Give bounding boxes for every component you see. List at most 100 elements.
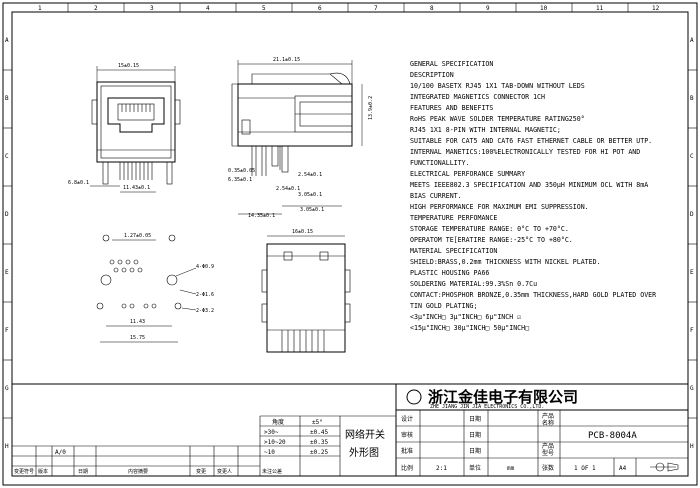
spec-line: CONTACT:PHOSPHOR BRONZE,0.35mm THICKNESS…	[410, 291, 656, 299]
spec-line: DESCRIPTION	[410, 71, 454, 79]
zone-letter: E	[690, 269, 694, 276]
model-number: PCB-8004A	[588, 431, 637, 441]
zone-ticks	[3, 3, 697, 419]
dim-side-length: 21.1±0.15	[273, 57, 300, 63]
zone-letter: G	[5, 385, 9, 392]
check-label: 审核	[401, 431, 413, 439]
side-view: 21.1±0.15 13.9±0.2 0.35±0.05 6.35±0.1 2.…	[228, 57, 374, 219]
zone-letter: F	[690, 327, 694, 334]
dim-side-d1: 0.35±0.05	[228, 168, 255, 174]
tol-value: ±0.25	[310, 449, 328, 456]
sheets-label: 张数	[542, 464, 554, 472]
product-name-label: 名称	[542, 419, 554, 427]
rev-header: 内容摘要	[128, 468, 148, 475]
dim-pcb-hole3: 4-Φ0.9	[196, 264, 214, 270]
zone-letter: D	[5, 211, 9, 218]
zone-number: 5	[262, 5, 266, 12]
spec-line: GENERAL SPECIFICATION	[410, 60, 493, 68]
dim-side-d2: 3.05±0.1	[298, 192, 322, 198]
dim-pcb-d2: 15.75	[130, 335, 145, 341]
date-label: 日期	[469, 415, 481, 423]
tol-header: 角度	[272, 418, 284, 426]
zone-letter: E	[5, 269, 9, 276]
product-model-label: 型号	[542, 449, 554, 457]
spec-line: HIGH PERFORMANCE FOR MAXIMUM EMI SUPPRES…	[410, 203, 589, 211]
rev-header: 变更人	[217, 468, 232, 475]
zone-letter: F	[5, 327, 9, 334]
zone-letter: A	[5, 37, 9, 44]
drawing-title-2: 外形图	[349, 447, 379, 459]
zone-number: 7	[374, 5, 378, 12]
spec-line: FEATURES AND BENEFITS	[410, 104, 493, 112]
spec-line: STORAGE TEMPERATURE RANGE: 0°C TO +70°C.	[410, 225, 569, 233]
rev-header: 变更	[196, 468, 206, 475]
spec-line: SUITABLE FOR CAT5 AND CAT6 FAST ETHERNET…	[410, 137, 652, 145]
rev-header: 版本	[38, 468, 48, 475]
spec-line: SHIELD:BRASS,0.2mm THICKNESS WITH NICKEL…	[410, 258, 601, 266]
title-block: 浙江金佳电子有限公司 ZHE JIANG JIN JIA ELECTRONICS…	[11, 383, 689, 477]
tol-range: >30~	[264, 429, 279, 436]
company-en: ZHE JIANG JIN JIA ELECTRONICS CO.,LTD.	[430, 404, 544, 410]
spec-line: MATERIAL SPECIFICATION	[410, 247, 497, 255]
zone-letter: C	[5, 153, 9, 160]
sheets-value: 1 OF 1	[574, 465, 596, 472]
zone-number: 8	[430, 5, 434, 12]
spec-line: OPERATOM TE[ERATIRE RANGE:-25°C TO +80°C…	[410, 236, 573, 244]
spec-line: RJ45 1X1 8-PIN WITH INTERNAL MAGNETIC;	[410, 126, 561, 134]
spec-line: 10/100 BASETX RJ45 1X1 TAB-DOWN WITHOUT …	[410, 82, 585, 90]
zone-number: 6	[318, 5, 322, 12]
date-label: 日期	[469, 447, 481, 455]
rev-version: A/0	[55, 449, 66, 456]
zone-letter: G	[690, 385, 694, 392]
unit-value: mm	[507, 465, 515, 472]
dim-side-d6: 6.35±0.1	[228, 177, 252, 183]
dim-side-d4: 2.54±0.1	[298, 172, 322, 178]
spec-line: MEETS IEEE802.3 SPECIFICATION AND 350μH …	[410, 181, 648, 189]
rev-header: 变更符号	[14, 468, 34, 475]
product-model-label: 产品	[542, 442, 554, 450]
zone-number: 11	[596, 5, 604, 12]
dim-front-bottom-a: 11.43±0.1	[123, 185, 150, 191]
spec-line: PLASTIC HOUSING PA66	[410, 269, 489, 277]
dim-front-bottom-b: 6.8±0.1	[68, 180, 89, 186]
zone-letter: B	[690, 95, 694, 102]
pcb-layout: 1.27±0.05 4-Φ0.9 2-Φ1.6 2-Φ3.2 11.43 15.…	[96, 233, 214, 343]
company-logo	[406, 389, 422, 405]
rev-header: 日期	[78, 469, 88, 475]
dim-pcb-hole2: 2-Φ3.2	[196, 308, 214, 314]
dim-side-d5: 2.54±0.1	[276, 186, 300, 192]
zone-letter: D	[690, 211, 694, 218]
bottom-view: 16±0.15	[261, 229, 351, 353]
product-name-label: 产品	[542, 412, 554, 420]
dim-pcb-hole1: 2-Φ1.6	[196, 292, 214, 298]
spec-line: FUNCTIONALLITY.	[410, 159, 470, 167]
spec-line: INTEGRATED MAGNETICS CONNECTOR 1CH	[410, 93, 545, 101]
zone-letter: B	[5, 95, 9, 102]
paper-size: A4	[619, 465, 627, 472]
dim-side-d3: 3.05±0.1	[300, 207, 324, 213]
spec-line: RoHS PEAK WAVE SOLDER TEMPERATURE RATING…	[410, 115, 585, 123]
spec-line: TEMPERATURE PERFOMANCE	[410, 214, 497, 222]
dim-side-height: 13.9±0.2	[368, 96, 374, 120]
spec-line: TIN GOLD PLATING;	[410, 302, 478, 310]
tol-range: ~10	[264, 449, 275, 456]
dim-pcb-top: 1.27±0.05	[124, 233, 151, 239]
zone-number: 10	[540, 5, 548, 12]
zone-number: 2	[94, 5, 98, 12]
tol-header-value: ±5°	[312, 419, 323, 426]
design-label: 设计	[401, 415, 413, 423]
scale-label: 比例	[401, 464, 413, 472]
rev-header: 未注公差	[262, 468, 282, 475]
zone-numbers: 1 2 3 4 5 6 7 8 9 10 11 12 A B C D E F G…	[5, 5, 694, 450]
drawing-title-1: 网络开关	[345, 428, 385, 441]
approve-label: 批准	[401, 447, 413, 455]
zone-letter: H	[5, 443, 9, 450]
spec-line: ELECTRICAL PERFORANCE SUMMARY	[410, 170, 525, 178]
spec-line: <15μ"INCH□ 30μ"INCH□ 50μ"INCH□	[410, 324, 529, 332]
zone-letter: A	[690, 37, 694, 44]
dim-side-d7: 14.35±0.1	[248, 213, 275, 219]
zone-number: 4	[206, 5, 210, 12]
tol-range: >10~20	[264, 439, 286, 446]
zone-letter: H	[690, 443, 694, 450]
